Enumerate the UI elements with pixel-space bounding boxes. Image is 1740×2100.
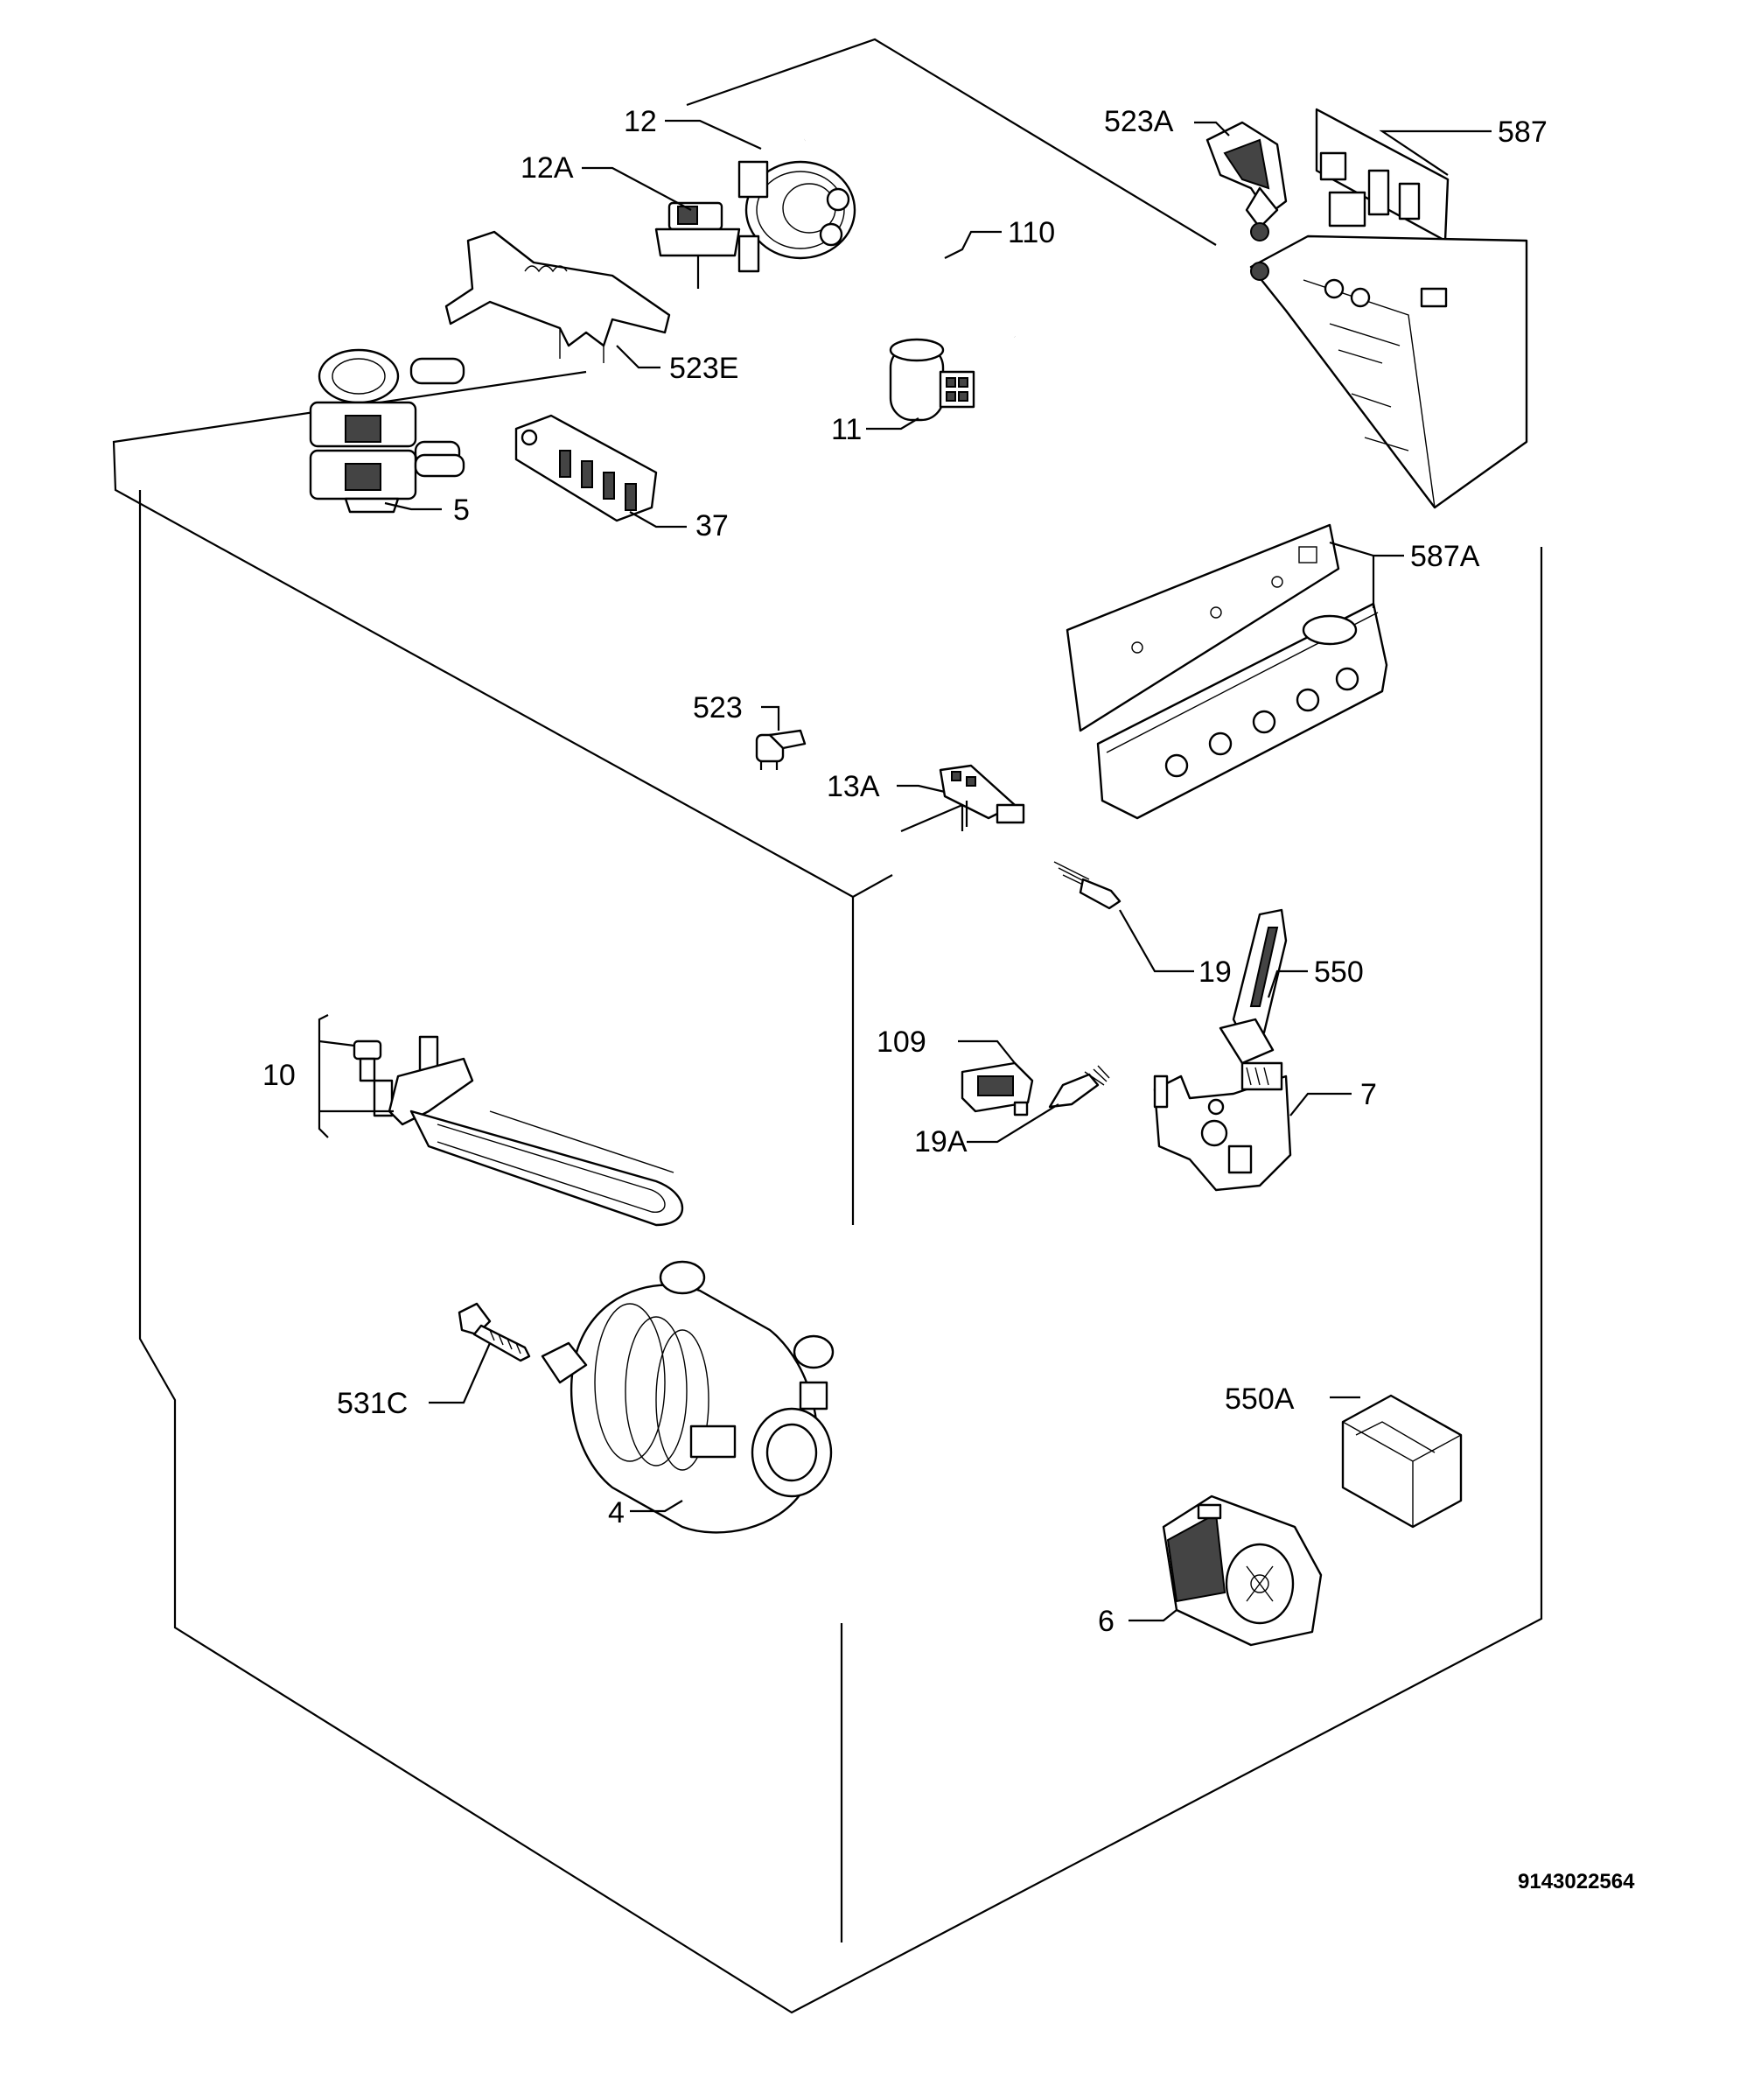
- lamp-523: [755, 729, 807, 770]
- label-19: 19: [1198, 956, 1232, 989]
- bracket-523E: [444, 230, 671, 363]
- document-number: 9143022564: [1518, 1870, 1635, 1894]
- electronic-module-587: [1249, 108, 1528, 509]
- part-labels: 12 12A 110 523E 11 5 37 523A 587 587A 52…: [262, 105, 1548, 1638]
- label-12A: 12A: [521, 151, 574, 185]
- cabinet-outline: [112, 38, 1543, 2014]
- capacitor-11: [889, 338, 975, 422]
- label-19A: 19A: [914, 1125, 968, 1158]
- programme-selector-7: [1153, 1061, 1292, 1192]
- label-5: 5: [453, 494, 470, 527]
- label-109: 109: [877, 1026, 926, 1059]
- level-switch-12A: [654, 201, 760, 289]
- control-board-587A: [1066, 523, 1388, 820]
- label-587: 587: [1498, 116, 1548, 149]
- inlet-valve-5: [309, 348, 465, 514]
- sensor-19: [1053, 861, 1122, 910]
- hose-110: [804, 134, 1016, 339]
- label-587A: 587A: [1410, 540, 1480, 573]
- label-550: 550: [1314, 956, 1364, 989]
- label-4: 4: [608, 1496, 625, 1530]
- drain-pump-4: [541, 1260, 835, 1534]
- label-11: 11: [831, 413, 862, 446]
- label-13A: 13A: [827, 770, 880, 803]
- clip-109: [961, 1061, 1034, 1116]
- label-12: 12: [624, 105, 657, 138]
- lamp-holder-523A: [1205, 121, 1288, 242]
- label-10: 10: [262, 1059, 296, 1092]
- screw-531C: [458, 1302, 531, 1362]
- label-523E: 523E: [669, 352, 738, 385]
- door-interlock-6: [1162, 1494, 1323, 1647]
- label-7: 7: [1360, 1078, 1377, 1111]
- label-523: 523: [693, 691, 743, 724]
- label-550A: 550A: [1225, 1382, 1295, 1416]
- door-lock-13A: [939, 764, 1025, 827]
- leader-lines: [318, 119, 1492, 1622]
- label-6: 6: [1098, 1605, 1115, 1638]
- label-531C: 531C: [337, 1387, 408, 1420]
- sensor-19A: [1048, 1065, 1110, 1109]
- heating-element-10: [353, 1035, 683, 1227]
- selector-shaft-550: [1219, 908, 1288, 1065]
- label-37: 37: [695, 509, 729, 542]
- label-110: 110: [1008, 216, 1055, 249]
- terminal-block-37: [514, 414, 658, 522]
- cover-550A: [1341, 1394, 1463, 1529]
- label-523A: 523A: [1104, 105, 1174, 138]
- pressure-switch-12: [737, 160, 856, 260]
